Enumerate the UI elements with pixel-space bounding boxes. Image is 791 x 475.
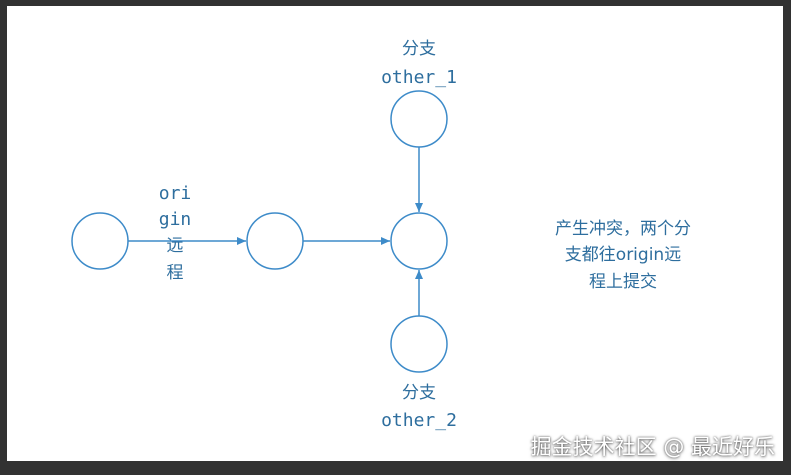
commit-node-2 <box>246 212 304 270</box>
git-branch-conflict-diagram: ori gin 远 程 分支 other_1 分支 other_2 产生冲突，两… <box>71 39 691 431</box>
branch-bottom-cn-label: 分支 <box>402 383 436 403</box>
origin-label-line-3: 远 <box>167 236 184 256</box>
branch-top-name-label: other_1 <box>381 67 457 88</box>
conflict-note-line-2: 支都往origin远 <box>565 245 681 265</box>
watermark-text: 掘金技术社区 @ 最近好乐 <box>530 435 775 459</box>
diagram-canvas: ori gin 远 程 分支 other_1 分支 other_2 产生冲突，两… <box>7 6 783 461</box>
branch-top-cn-label: 分支 <box>402 39 436 59</box>
origin-label-line-2: gin <box>159 209 192 230</box>
origin-label-line-4: 程 <box>167 263 184 283</box>
commit-node-other-1 <box>390 90 448 148</box>
origin-label-line-1: ori <box>159 183 192 204</box>
commit-node-merge <box>390 212 448 270</box>
conflict-note-line-3: 程上提交 <box>589 272 657 292</box>
commit-node-other-2 <box>390 315 448 373</box>
conflict-note-line-1: 产生冲突，两个分 <box>555 219 691 239</box>
branch-bottom-name-label: other_2 <box>381 410 457 431</box>
commit-node-1 <box>71 212 129 270</box>
